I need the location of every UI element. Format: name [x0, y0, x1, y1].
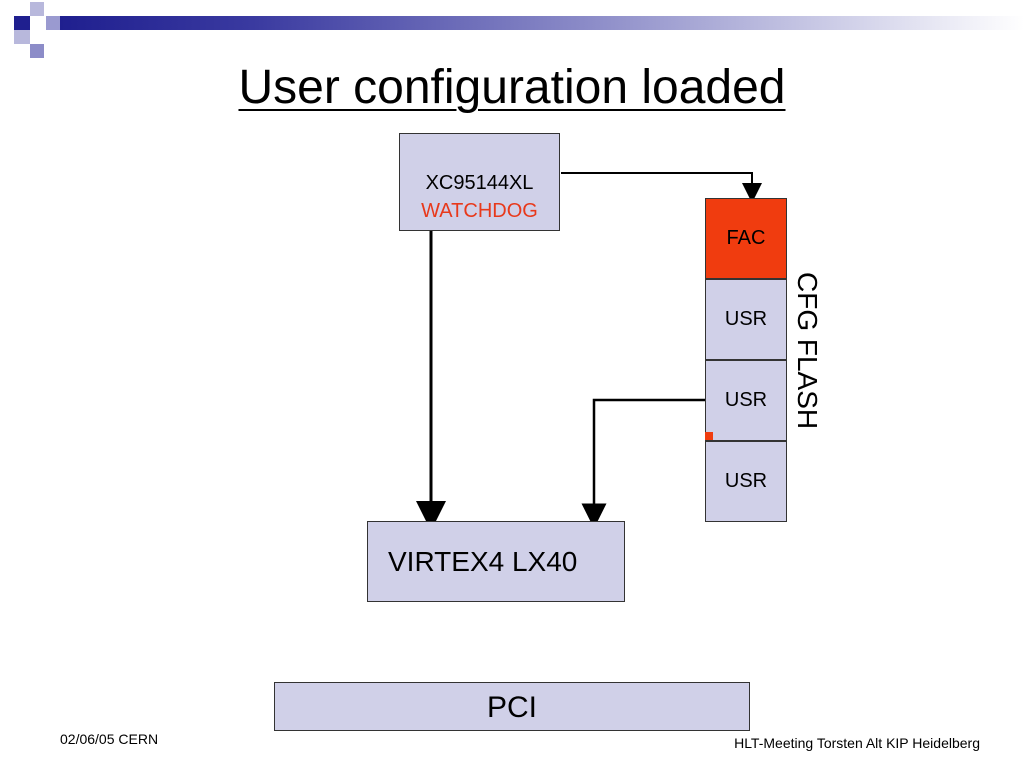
flash-cell-usr-2: USR: [705, 360, 787, 441]
footer-credit: HLT-Meeting Torsten Alt KIP Heidelberg: [734, 735, 980, 751]
fpga-box: VIRTEX4 LX40: [367, 521, 625, 602]
pci-bus-box: PCI: [274, 682, 750, 731]
watchdog-label: WATCHDOG: [421, 200, 538, 222]
footer-date: 02/06/05 CERN: [60, 731, 159, 747]
flash-cell-usr-1: USR: [705, 279, 787, 360]
cpld-box: XC95144XL WATCHDOG: [399, 133, 560, 231]
flash-cell-usr-3: USR: [705, 441, 787, 522]
arrow-cpld-to-flash: [561, 172, 762, 203]
arrow-flash-to-fpga: [581, 398, 705, 529]
slide-logo-checker: [0, 0, 80, 69]
header-gradient-bar: [60, 16, 1024, 30]
flash-cell-fac: FAC: [705, 198, 787, 279]
flash-pointer-marker: [705, 432, 713, 440]
fpga-label: VIRTEX4 LX40: [388, 546, 578, 577]
pci-label: PCI: [486, 691, 537, 724]
cfg-flash-label: CFG FLASH: [792, 272, 823, 430]
slide-title: User configuration loaded: [238, 61, 786, 114]
cpld-label: XC95144XL: [425, 172, 534, 194]
